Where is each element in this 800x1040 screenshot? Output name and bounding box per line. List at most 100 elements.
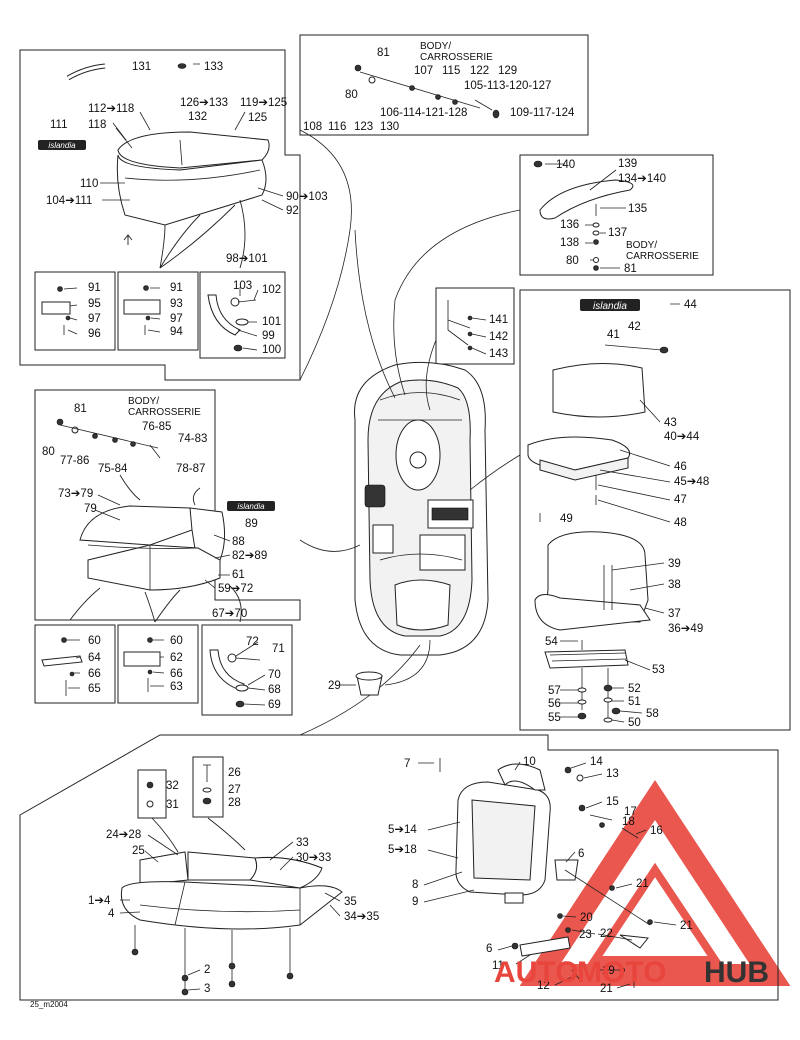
- nut-91b: [143, 285, 149, 291]
- label-leaders: [63, 63, 680, 991]
- box-26-28: [192, 756, 224, 818]
- label-80b: 80: [566, 255, 579, 267]
- label-123: 123: [354, 121, 373, 133]
- label-1-4: 1➔4: [88, 895, 111, 907]
- washer-76: [112, 437, 118, 443]
- axis-line-1: [359, 71, 481, 109]
- center-seat-assembly: islandia: [41, 418, 275, 708]
- labels-body-hardware-1: BODY/ CARROSSERIE 81 80 107 115 122 129 …: [303, 41, 575, 133]
- axis-line-2: [59, 424, 159, 449]
- label-18: 18: [622, 816, 635, 828]
- label-55: 55: [548, 712, 561, 724]
- logo-badge-89: [227, 501, 275, 511]
- box-31-32: [137, 769, 167, 819]
- label-33: 33: [296, 837, 309, 849]
- leaders-bracket: [471, 317, 487, 355]
- nut-14: [564, 766, 572, 774]
- label-44: 44: [684, 299, 697, 311]
- label-100: 100: [262, 344, 281, 356]
- label-45-48: 45➔48: [674, 476, 709, 488]
- label-16: 16: [650, 825, 663, 837]
- hull-seat-mid: [419, 534, 466, 571]
- bow-seat-back-33: [248, 856, 323, 889]
- label-76-85: 76-85: [142, 421, 171, 433]
- label-104-111: 104➔111: [46, 195, 92, 207]
- box-91-94: [117, 271, 199, 351]
- label-5-18: 5➔18: [388, 844, 417, 856]
- box-67-70: [201, 624, 293, 716]
- label-26: 26: [228, 767, 241, 779]
- label-99: 99: [262, 330, 275, 342]
- backrest-pad-43: [552, 363, 646, 418]
- label-66a: 66: [88, 668, 101, 680]
- label-42: 42: [628, 321, 641, 333]
- label-140: 140: [556, 159, 575, 171]
- label-101: 101: [262, 316, 281, 328]
- frame-bracket-141: [435, 287, 515, 365]
- center-seat-top: [79, 505, 196, 546]
- labels-storage-lid: 7 10 14 13 15 17 18 16 6 5➔14 5➔18 8 9 2…: [388, 756, 693, 995]
- label-6b: 6: [486, 943, 492, 955]
- spacer-68: [235, 684, 249, 692]
- frame-bow-seat: [19, 734, 779, 1001]
- trim-strip-131-inner: [67, 64, 106, 80]
- washer-103: [230, 297, 240, 307]
- box-98-101: [199, 271, 286, 359]
- clip-133: [177, 63, 187, 69]
- nut-2a: [181, 974, 189, 982]
- washer-97b: [145, 315, 151, 321]
- label-108: 108: [303, 121, 322, 133]
- washer-77: [92, 433, 98, 439]
- footer-code: 25_m2004: [30, 1000, 68, 1009]
- label-15: 15: [606, 796, 619, 808]
- curve-5: [469, 454, 521, 491]
- label-143: 143: [489, 348, 508, 360]
- hull-bow-seat: [394, 579, 451, 631]
- washer-72: [227, 653, 237, 663]
- body-note-3-line1: BODY/: [128, 396, 159, 407]
- watermark-triangle-inner: [587, 862, 723, 964]
- label-70: 70: [268, 669, 281, 681]
- label-49: 49: [560, 513, 573, 525]
- pin-12: [571, 969, 581, 981]
- label-137: 137: [608, 227, 627, 239]
- labels-bow-seat: 32 31 26 27 28 24➔28 25 33 30➔33 1➔4 4 3…: [88, 767, 379, 995]
- washer-80a: [368, 76, 376, 84]
- label-48: 48: [674, 517, 687, 529]
- label-13: 13: [606, 768, 619, 780]
- nut-142: [467, 331, 473, 337]
- arrow-rear-4: [159, 204, 236, 269]
- storage-lid-assembly: [439, 758, 653, 988]
- bolt-102: [237, 299, 257, 303]
- label-88: 88: [232, 536, 245, 548]
- body-note-2-line1: BODY/: [626, 240, 657, 251]
- logo-badge-111: [38, 140, 86, 150]
- nut-81a: [354, 64, 362, 72]
- label-80a: 80: [345, 89, 358, 101]
- label-81c: 81: [74, 403, 87, 415]
- label-21c: 21: [600, 983, 613, 995]
- nut-28: [202, 797, 212, 805]
- label-24-28: 24➔28: [106, 829, 141, 841]
- label-71: 71: [272, 643, 285, 655]
- label-115: 115: [442, 65, 460, 77]
- nut-55: [577, 712, 587, 720]
- stud-109: [474, 99, 493, 111]
- label-5-14: 5➔14: [388, 824, 417, 836]
- label-133: 133: [204, 61, 223, 73]
- arrow-rear-3: [159, 214, 201, 269]
- watermark-moto: MOTO: [577, 956, 666, 989]
- frame-center-seat: [34, 389, 301, 621]
- cap-109: [492, 109, 500, 119]
- washer-57: [577, 687, 587, 693]
- label-74-83: 74-83: [178, 433, 207, 445]
- washer-106: [452, 99, 458, 105]
- bracket-22: [619, 934, 649, 949]
- rear-seat-seams: [124, 139, 261, 181]
- label-138: 138: [560, 237, 579, 249]
- label-37: 37: [668, 608, 681, 620]
- rear-seat-top: [117, 131, 270, 169]
- hull-side-seat: [372, 524, 394, 554]
- label-111: 111: [50, 119, 67, 131]
